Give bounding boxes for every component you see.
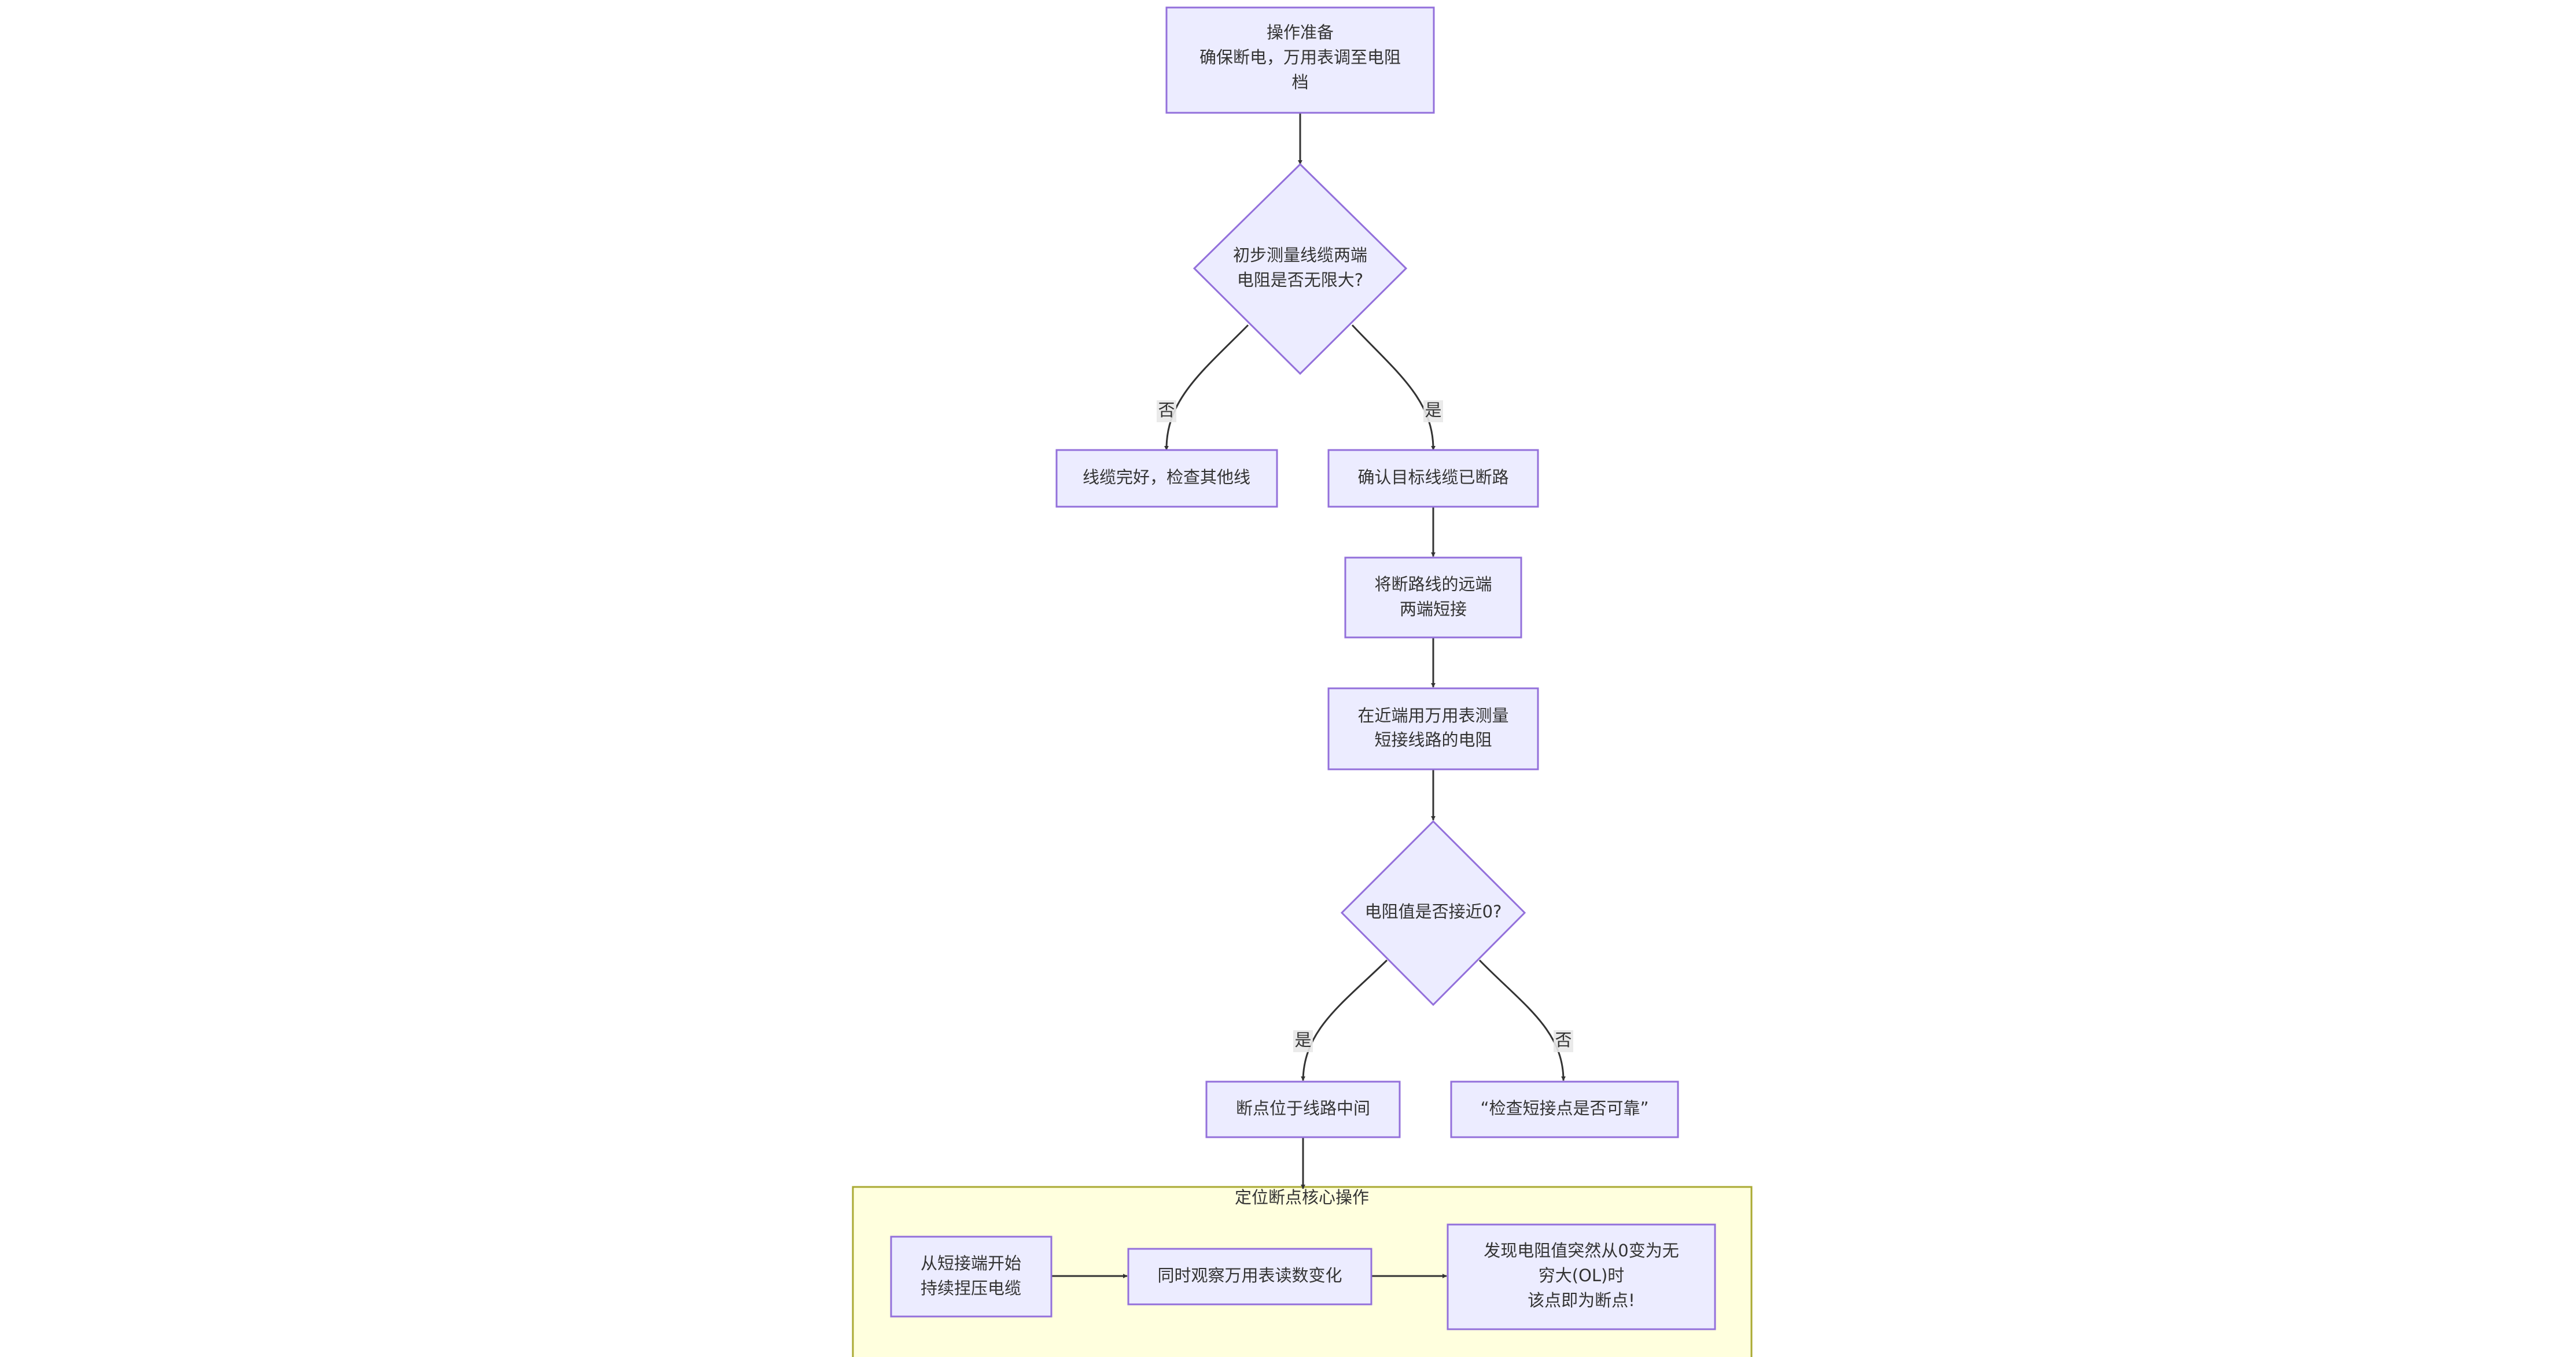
node-break-middle-line-1: 断点位于线路中间 bbox=[1236, 1098, 1370, 1118]
decision-q-near-zero-line-1: 电阻值是否接近0? bbox=[1365, 902, 1502, 921]
node-measure-near-line-1: 在近端用万用表测量 bbox=[1357, 706, 1508, 725]
node-prep: 操作准备 确保断电，万用表调至电阻 档 bbox=[1165, 6, 1435, 114]
node-check-short: “检查短接点是否可靠” bbox=[1450, 1081, 1679, 1138]
node-found-line-1: 发现电阻值突然从0变为无 bbox=[1484, 1241, 1679, 1260]
node-squeeze-line-2: 持续捏压电缆 bbox=[921, 1278, 1021, 1298]
edge-q-infinite-to-cable-ok bbox=[1164, 324, 1249, 451]
edge-q-near-zero-to-check-short bbox=[1478, 959, 1566, 1081]
decision-q-near-zero: 电阻值是否接近0? bbox=[1340, 820, 1526, 1006]
node-cable-ok: 线缆完好，检查其他线 bbox=[1055, 449, 1278, 508]
edge-label-no-1: 否 bbox=[1157, 400, 1176, 422]
node-break-middle: 断点位于线路中间 bbox=[1205, 1081, 1401, 1138]
node-short-far-end-line-1: 将断路线的远端 bbox=[1374, 574, 1492, 594]
node-squeeze-line-1: 从短接端开始 bbox=[921, 1253, 1021, 1273]
node-cable-ok-line-1: 线缆完好，检查其他线 bbox=[1083, 467, 1250, 487]
node-observe-line-1: 同时观察万用表读数变化 bbox=[1157, 1266, 1342, 1285]
decision-q-infinite: 初步测量线缆两端 电阻是否无限大? bbox=[1193, 163, 1408, 375]
node-confirm-open: 确认目标线缆已断路 bbox=[1327, 449, 1539, 508]
cluster-title: 定位断点核心操作 bbox=[1235, 1188, 1369, 1207]
node-observe: 同时观察万用表读数变化 bbox=[1127, 1248, 1372, 1306]
node-measure-near-line-2: 短接线路的电阻 bbox=[1374, 730, 1492, 750]
node-found-line-2: 穷大(OL)时 bbox=[1539, 1266, 1625, 1285]
node-confirm-open-line-1: 确认目标线缆已断路 bbox=[1357, 467, 1508, 487]
decision-q-infinite-line-2: 电阻是否无限大? bbox=[1237, 270, 1363, 290]
edge-label-yes-2: 是 bbox=[1293, 1030, 1313, 1052]
node-short-far-end-line-2: 两端短接 bbox=[1400, 599, 1467, 619]
edge-label-text: 否 bbox=[1555, 1030, 1572, 1050]
edge-q-near-zero-to-break-middle bbox=[1301, 959, 1388, 1081]
edge-label-no-2: 否 bbox=[1554, 1030, 1573, 1052]
node-check-short-line-1: “检查短接点是否可靠” bbox=[1480, 1098, 1648, 1118]
edge-label-text: 否 bbox=[1158, 400, 1175, 420]
node-short-far-end: 将断路线的远端 两端短接 bbox=[1344, 556, 1522, 639]
edge-label-yes-1: 是 bbox=[1423, 400, 1443, 422]
edge-label-text: 是 bbox=[1294, 1030, 1311, 1050]
decision-q-infinite-line-1: 初步测量线缆两端 bbox=[1233, 245, 1367, 265]
edge-q-infinite-to-confirm-open bbox=[1351, 324, 1436, 451]
edges bbox=[1051, 113, 1566, 1278]
node-measure-near: 在近端用万用表测量 短接线路的电阻 bbox=[1327, 687, 1539, 770]
edge-label-text: 是 bbox=[1425, 400, 1441, 420]
node-found-line-3: 该点即为断点! bbox=[1528, 1290, 1635, 1310]
node-prep-line-1: 操作准备 bbox=[1267, 23, 1334, 42]
node-prep-line-3: 档 bbox=[1291, 72, 1308, 92]
node-squeeze: 从短接端开始 持续捏压电缆 bbox=[890, 1236, 1053, 1318]
node-prep-line-2: 确保断电，万用表调至电阻 bbox=[1199, 47, 1401, 67]
node-found: 发现电阻值突然从0变为无 穷大(OL)时 该点即为断点! bbox=[1447, 1223, 1716, 1330]
